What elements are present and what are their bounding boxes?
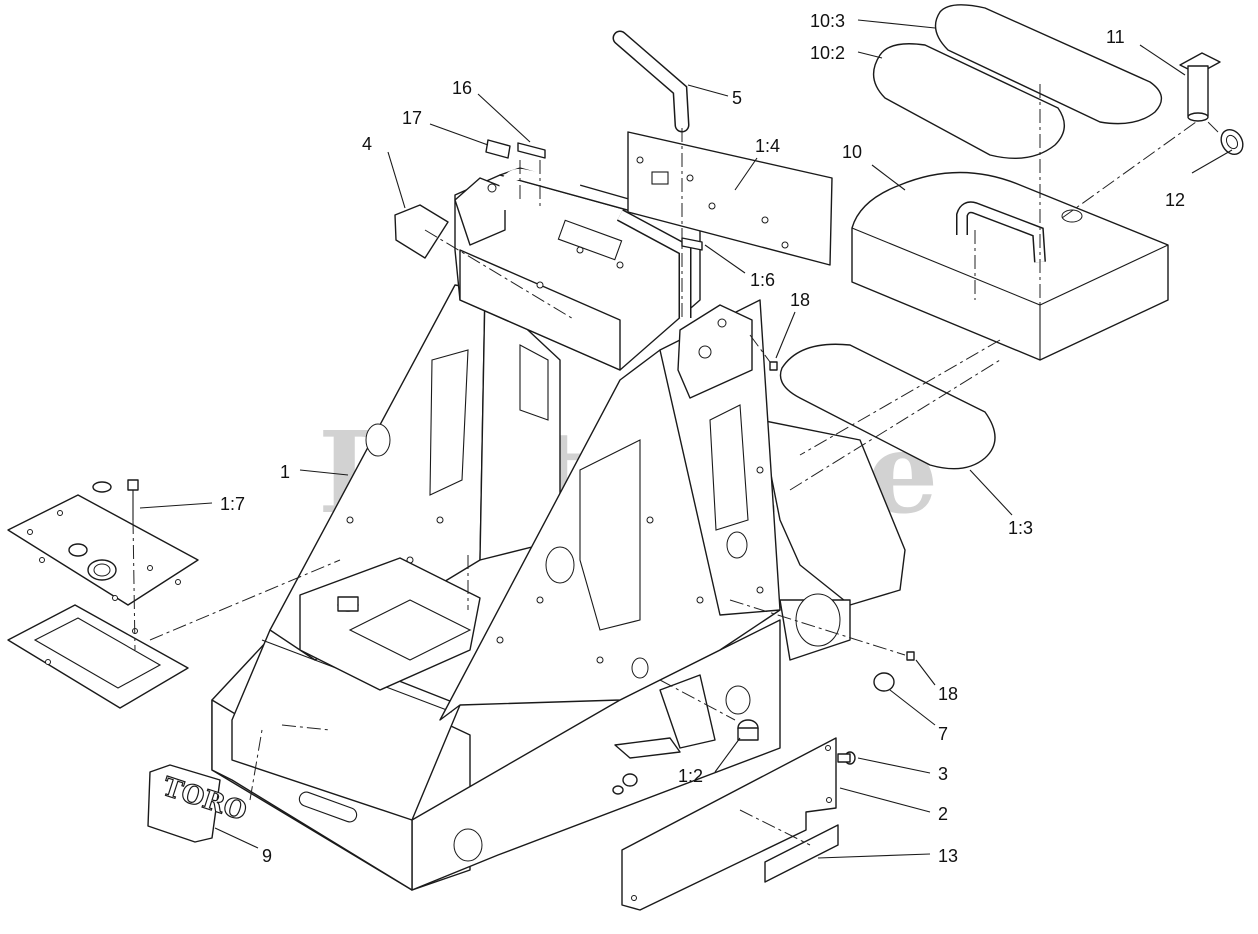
callout-labels: 10:3 10:2 11 16 17 5 4 1:4 10 12 1:6 18 … bbox=[220, 11, 1185, 866]
callout-10: 10 bbox=[842, 142, 862, 162]
callout-11: 11 bbox=[1106, 27, 1125, 47]
leader-lines bbox=[139, 19, 1233, 859]
callout-1: 1 bbox=[280, 462, 290, 482]
callout-5: 5 bbox=[732, 88, 742, 108]
gasket-plate bbox=[7, 604, 189, 709]
bolt-3 bbox=[837, 751, 856, 765]
seat-pad-1-3 bbox=[779, 343, 996, 470]
callout-17: 17 bbox=[402, 108, 422, 128]
callout-1-3: 1:3 bbox=[1008, 518, 1033, 538]
decal-13 bbox=[764, 824, 839, 883]
decal-16 bbox=[517, 142, 546, 159]
callout-1-2: 1:2 bbox=[678, 766, 703, 786]
callout-2: 2 bbox=[938, 804, 948, 824]
seat-cushion-10 bbox=[851, 171, 1169, 361]
callout-9: 9 bbox=[262, 846, 272, 866]
callout-1-4: 1:4 bbox=[755, 136, 780, 156]
handle-assembly bbox=[499, 169, 692, 318]
callout-3: 3 bbox=[938, 764, 948, 784]
callout-18-upper: 18 bbox=[790, 290, 810, 310]
part-18-upper bbox=[769, 361, 778, 371]
seat-pad-10-2 bbox=[872, 43, 1065, 160]
alignment-lines bbox=[132, 84, 1219, 846]
callout-16: 16 bbox=[452, 78, 472, 98]
callout-10-3: 10:3 bbox=[810, 11, 845, 31]
pin-11 bbox=[1179, 52, 1221, 122]
cover-plate-1-7 bbox=[7, 479, 199, 606]
callout-13: 13 bbox=[938, 846, 958, 866]
handle-part-5 bbox=[612, 30, 690, 133]
callout-7: 7 bbox=[938, 724, 948, 744]
clip-12 bbox=[1220, 128, 1244, 156]
callout-1-7: 1:7 bbox=[220, 494, 245, 514]
decal-1-6 bbox=[681, 237, 703, 251]
seat-pad-10-3 bbox=[934, 4, 1163, 125]
frame-assembly bbox=[211, 167, 906, 891]
callout-4: 4 bbox=[362, 134, 372, 154]
decal-plate-1-4 bbox=[627, 131, 833, 266]
side-panel-2 bbox=[621, 737, 837, 911]
callout-10-2: 10:2 bbox=[810, 43, 845, 63]
callout-18-lower: 18 bbox=[938, 684, 958, 704]
part-4-pad bbox=[394, 204, 449, 259]
plug-7 bbox=[873, 672, 895, 692]
callout-12: 12 bbox=[1165, 190, 1185, 210]
callout-1-6: 1:6 bbox=[750, 270, 775, 290]
part-18-lower bbox=[906, 651, 915, 661]
decal-17 bbox=[485, 139, 511, 159]
